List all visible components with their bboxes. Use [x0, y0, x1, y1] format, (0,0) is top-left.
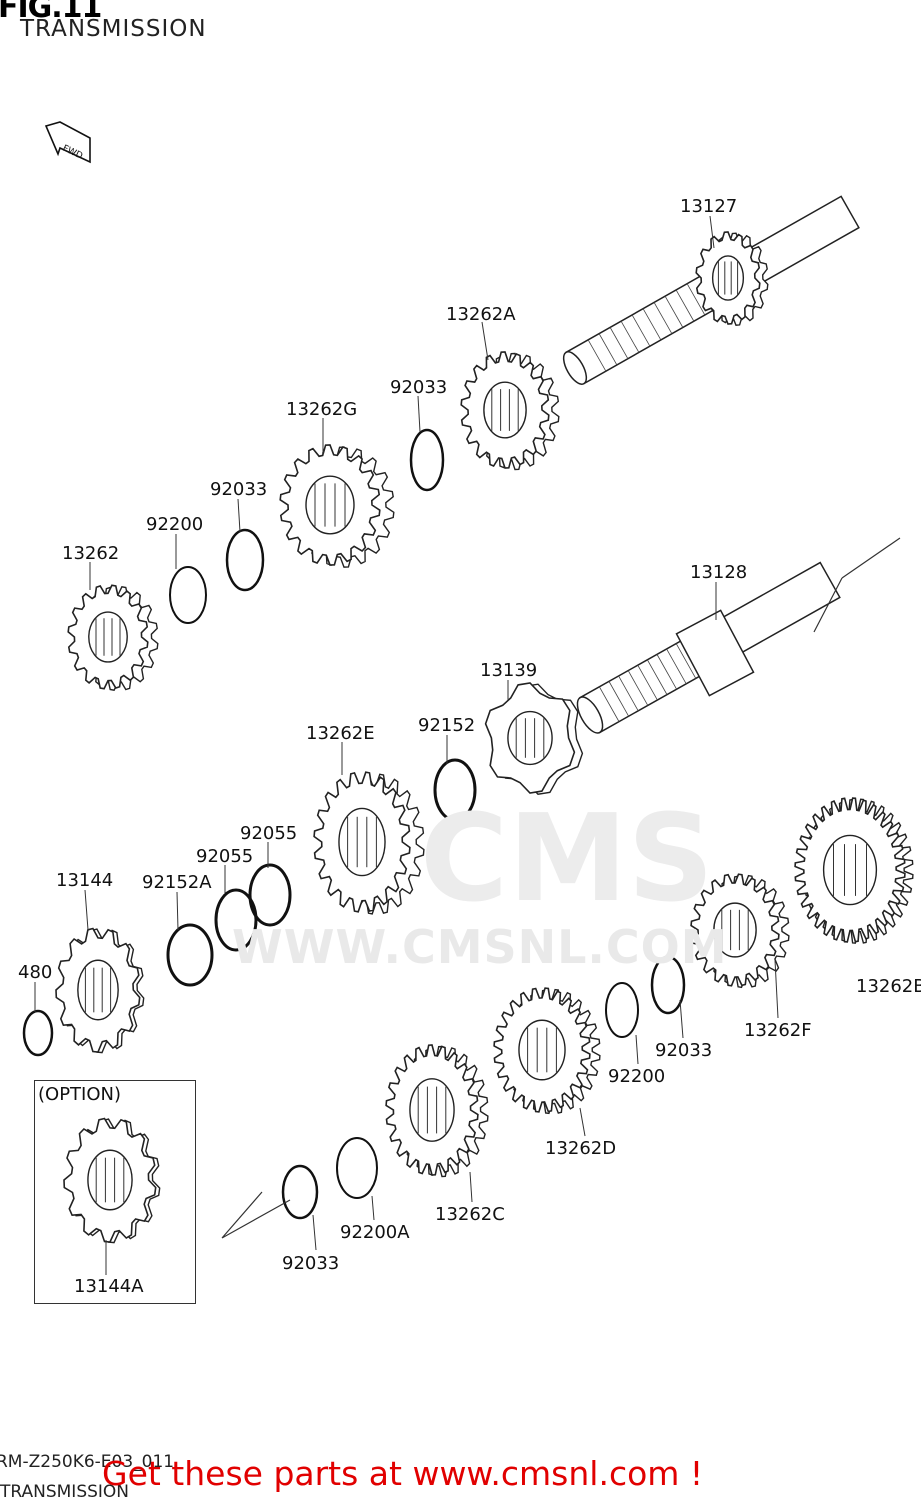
output-shaft-spline [637, 664, 658, 701]
part-label-13262e[interactable]: 13262E [306, 723, 375, 744]
leader-line [481, 321, 489, 361]
figure-title: TRANSMISSION [20, 16, 207, 42]
leader-line [176, 891, 179, 931]
bushing-92152 [433, 758, 477, 822]
gear-13262e-bore [338, 807, 386, 877]
part-label-92033[interactable]: 92033 [282, 1253, 340, 1274]
output-shaft-spline [656, 654, 677, 690]
output-shaft-spline [627, 670, 649, 706]
input-shaft-spline [598, 333, 618, 366]
gear-13262b-bore [822, 834, 878, 906]
part-label-13144[interactable]: 13144 [56, 870, 114, 891]
input-shaft-spline [609, 327, 629, 359]
input-shaft-spline [686, 283, 706, 316]
part-label-13262d[interactable]: 13262D [545, 1138, 617, 1159]
leader-line [469, 1171, 473, 1203]
output-shaft-spline [675, 643, 697, 679]
part-label-92033[interactable]: 92033 [655, 1040, 713, 1061]
leader-line [774, 959, 779, 1019]
part-label-92152[interactable]: 92152 [418, 715, 476, 736]
part-label-92055[interactable]: 92055 [196, 846, 254, 867]
circlip-92033-d [281, 1164, 319, 1220]
leader-line [579, 1107, 586, 1137]
input-shaft-spline [642, 308, 662, 341]
direction-lines [221, 1191, 291, 1239]
input-gear-13127-bore [711, 255, 745, 301]
circlip-92033-b [225, 528, 265, 592]
part-label-13262a[interactable]: 13262A [446, 304, 516, 325]
sprocket-13144-bore [77, 959, 119, 1021]
circlip-92033-a [409, 428, 445, 492]
input-shaft-spline [620, 320, 640, 353]
gear-13262-bore [88, 611, 128, 663]
input-shaft-spline [664, 295, 684, 328]
input-shaft-spline [631, 314, 651, 347]
part-label-92200[interactable]: 92200 [146, 514, 204, 535]
circlip-92033-c [650, 955, 686, 1015]
leader-line [417, 395, 421, 433]
oring-92055-b [214, 888, 258, 952]
oring-92055-a [248, 863, 292, 927]
watermark-url: WWW.CMSNL.COM [232, 920, 728, 974]
part-label-92055[interactable]: 92055 [240, 823, 298, 844]
washer-92200-a [169, 566, 207, 624]
part-label-92033[interactable]: 92033 [390, 377, 448, 398]
bushing-92152a [166, 923, 214, 987]
leader-line [312, 1214, 317, 1251]
gear-13262a-bore [483, 381, 527, 439]
part-label-13262f[interactable]: 13262F [744, 1020, 812, 1041]
output-shaft-spline [666, 648, 687, 685]
gear-13262g-bore [305, 475, 355, 535]
output-shaft-spline [608, 681, 629, 717]
leader-line [635, 1034, 639, 1065]
output-shaft-spline [647, 659, 668, 695]
leader-line [371, 1195, 375, 1221]
output-shaft-spline [599, 686, 620, 722]
input-shaft-spline [653, 302, 673, 334]
diagram-code: RM-Z250K6-E03_011 [0, 1452, 175, 1472]
option-box [34, 1080, 196, 1304]
part-label-92200[interactable]: 92200 [608, 1066, 666, 1087]
output-shaft-splines [675, 609, 755, 697]
gear-13139-bore [507, 710, 553, 766]
output-shaft-spline [618, 675, 639, 712]
part-label-92152a[interactable]: 92152A [142, 872, 212, 893]
gear-13262f-bore [713, 902, 757, 958]
nut-480 [22, 1009, 54, 1057]
part-label-13128[interactable]: 13128 [690, 562, 748, 583]
sprocket-13144a-bore [87, 1149, 133, 1211]
figure-number: FIG.11 [0, 0, 102, 25]
leader-line [84, 889, 89, 931]
part-label-13127[interactable]: 13127 [680, 196, 738, 217]
part-label-13139[interactable]: 13139 [480, 660, 538, 681]
gear-13262c-bore [409, 1078, 455, 1142]
part-label-13262[interactable]: 13262 [62, 543, 120, 564]
part-label-13262b[interactable]: 13262B [856, 976, 921, 997]
part-label-92033[interactable]: 92033 [210, 479, 268, 500]
washer-92200a [336, 1137, 378, 1199]
leader-line [237, 498, 241, 533]
gear-13262d-bore [518, 1019, 566, 1081]
input-shaft-end [562, 351, 588, 385]
part-label-13262c[interactable]: 13262C [435, 1204, 505, 1225]
option-label: (OPTION) [38, 1084, 122, 1105]
part-label-480[interactable]: 480 [18, 962, 53, 983]
part-label-13262g[interactable]: 13262G [286, 399, 358, 420]
part-label-92200a[interactable]: 92200A [340, 1222, 410, 1243]
leader-line [709, 215, 715, 249]
washer-92200-b [605, 982, 639, 1038]
input-shaft-spline [587, 339, 607, 372]
part-label-13144a[interactable]: 13144A [74, 1276, 144, 1297]
output-shaft-end [576, 696, 604, 734]
input-shaft-spline [675, 289, 695, 322]
diagram-code-title: TRANSMISSION [0, 1482, 130, 1502]
promo-link[interactable]: Get these parts at www.cmsnl.com ! [102, 1454, 704, 1493]
watermark-logo: CMS [420, 790, 714, 929]
leader-line [679, 999, 684, 1039]
direction-lines [813, 537, 901, 633]
fwd-arrow-icon [44, 121, 91, 164]
